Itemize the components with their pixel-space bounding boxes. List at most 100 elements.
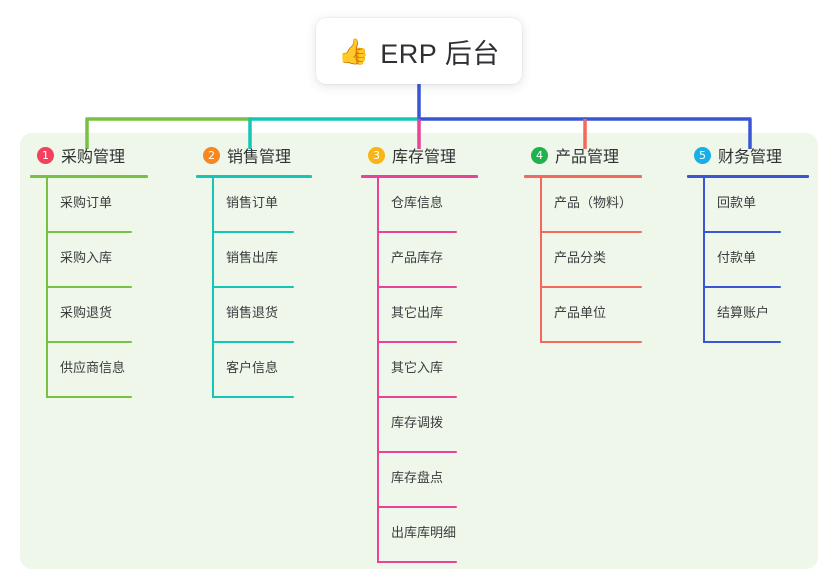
- branch-item-underline: [377, 396, 457, 398]
- branch-item-underline: [46, 341, 132, 343]
- branch-item-label: 客户信息: [226, 360, 279, 375]
- branch-title: 财务管理: [718, 149, 783, 166]
- branches-panel: [20, 133, 818, 569]
- branch-item[interactable]: 销售退货: [196, 288, 312, 343]
- branch-index-badge: 4: [531, 146, 548, 164]
- thumbs-up-icon: 👍: [338, 37, 370, 66]
- branch-item-label: 采购入库: [60, 250, 113, 265]
- branch-underline: [687, 175, 809, 178]
- branch-item-label: 仓库信息: [391, 195, 444, 210]
- branch-header-5[interactable]: 5 财务管理: [687, 143, 809, 167]
- branch-title: 销售管理: [227, 149, 292, 166]
- branch-item[interactable]: 产品库存: [361, 233, 478, 288]
- branch-item-underline: [212, 286, 294, 288]
- branch-item-label: 销售订单: [226, 195, 279, 210]
- branch-item-underline: [212, 341, 294, 343]
- branch-item-label: 采购订单: [60, 195, 113, 210]
- branch-index-badge: 3: [368, 146, 385, 164]
- branch-underline: [524, 175, 642, 178]
- branch-item-underline: [540, 231, 642, 233]
- branch-item-underline: [377, 561, 457, 563]
- branch-item[interactable]: 产品（物料）: [524, 178, 642, 233]
- branch-underline: [196, 175, 312, 178]
- branch-item[interactable]: 其它出库: [361, 288, 478, 343]
- branch-item[interactable]: 销售订单: [196, 178, 312, 233]
- branch-item[interactable]: 采购退货: [30, 288, 148, 343]
- branch-underline: [361, 175, 478, 178]
- branch-index-badge: 5: [694, 146, 711, 164]
- branch-item-label: 产品分类: [554, 250, 607, 265]
- branch-spine: [46, 178, 48, 398]
- branch-item-label: 其它入库: [391, 360, 444, 375]
- branch-item-underline: [377, 506, 457, 508]
- branch-item-label: 付款单: [717, 250, 757, 265]
- branch-item-underline: [540, 286, 642, 288]
- branch-item[interactable]: 产品单位: [524, 288, 642, 343]
- branch-column-3: 3 库存管理仓库信息产品库存其它出库其它入库库存调拨库存盘点出库库明细: [361, 143, 478, 563]
- branch-item[interactable]: 库存调拨: [361, 398, 478, 453]
- branch-item[interactable]: 供应商信息: [30, 343, 148, 398]
- branch-header-3[interactable]: 3 库存管理: [361, 143, 478, 167]
- branch-items: 产品（物料） 产品分类产品单位: [524, 178, 642, 343]
- branch-column-5: 5 财务管理回款单付款单结算账户: [687, 143, 809, 343]
- branch-item-label: 供应商信息: [60, 360, 126, 375]
- root-node[interactable]: 👍 ERP 后台: [316, 18, 522, 84]
- branch-title: 库存管理: [392, 149, 457, 166]
- branch-item-label: 其它出库: [391, 305, 444, 320]
- root-title: ERP 后台: [380, 38, 500, 69]
- branch-index-badge: 2: [203, 146, 220, 164]
- branch-column-2: 2 销售管理销售订单销售出库销售退货客户信息: [196, 143, 312, 398]
- branch-spine: [703, 178, 705, 343]
- branch-item[interactable]: 其它入库: [361, 343, 478, 398]
- branch-item[interactable]: 销售出库: [196, 233, 312, 288]
- branch-item[interactable]: 库存盘点: [361, 453, 478, 508]
- branch-item-underline: [377, 286, 457, 288]
- branch-spine: [377, 178, 379, 563]
- branch-column-1: 1 采购管理采购订单采购入库采购退货供应商信息: [30, 143, 148, 398]
- branch-items: 采购订单采购入库采购退货供应商信息: [30, 178, 148, 398]
- branch-item-underline: [377, 231, 457, 233]
- branch-item-underline: [212, 231, 294, 233]
- branch-item-label: 出库库明细: [391, 525, 457, 540]
- branch-item-label: 库存调拨: [391, 415, 444, 430]
- branch-item-underline: [377, 341, 457, 343]
- branch-underline: [30, 175, 148, 178]
- branch-spine: [540, 178, 542, 343]
- branch-item-label: 销售出库: [226, 250, 279, 265]
- branch-item-underline: [703, 286, 781, 288]
- branch-item-label: 产品单位: [554, 305, 607, 320]
- branch-item-label: 回款单: [717, 195, 757, 210]
- branch-item[interactable]: 出库库明细: [361, 508, 478, 563]
- branch-item-underline: [703, 341, 781, 343]
- branch-item[interactable]: 产品分类: [524, 233, 642, 288]
- branch-item-underline: [46, 286, 132, 288]
- branch-item-underline: [46, 231, 132, 233]
- branch-item-underline: [540, 341, 642, 343]
- branch-index-badge: 1: [37, 146, 54, 164]
- branch-header-2[interactable]: 2 销售管理: [196, 143, 312, 167]
- branch-items: 回款单付款单结算账户: [687, 178, 809, 343]
- branch-item-underline: [703, 231, 781, 233]
- branch-item-label: 产品（物料）: [554, 195, 633, 210]
- branch-item-label: 销售退货: [226, 305, 279, 320]
- branch-item[interactable]: 客户信息: [196, 343, 312, 398]
- branch-item-underline: [377, 451, 457, 453]
- branch-item[interactable]: 采购入库: [30, 233, 148, 288]
- branch-header-1[interactable]: 1 采购管理: [30, 143, 148, 167]
- branch-title: 采购管理: [61, 149, 126, 166]
- branch-spine: [212, 178, 214, 398]
- branch-item-underline: [212, 396, 294, 398]
- branch-item-label: 采购退货: [60, 305, 113, 320]
- branch-items: 仓库信息产品库存其它出库其它入库库存调拨库存盘点出库库明细: [361, 178, 478, 563]
- branch-item-label: 产品库存: [391, 250, 444, 265]
- branch-item[interactable]: 结算账户: [687, 288, 809, 343]
- branch-item-underline: [46, 396, 132, 398]
- branch-item[interactable]: 回款单: [687, 178, 809, 233]
- branch-item[interactable]: 采购订单: [30, 178, 148, 233]
- branch-item[interactable]: 付款单: [687, 233, 809, 288]
- branch-item[interactable]: 仓库信息: [361, 178, 478, 233]
- branch-items: 销售订单销售出库销售退货客户信息: [196, 178, 312, 398]
